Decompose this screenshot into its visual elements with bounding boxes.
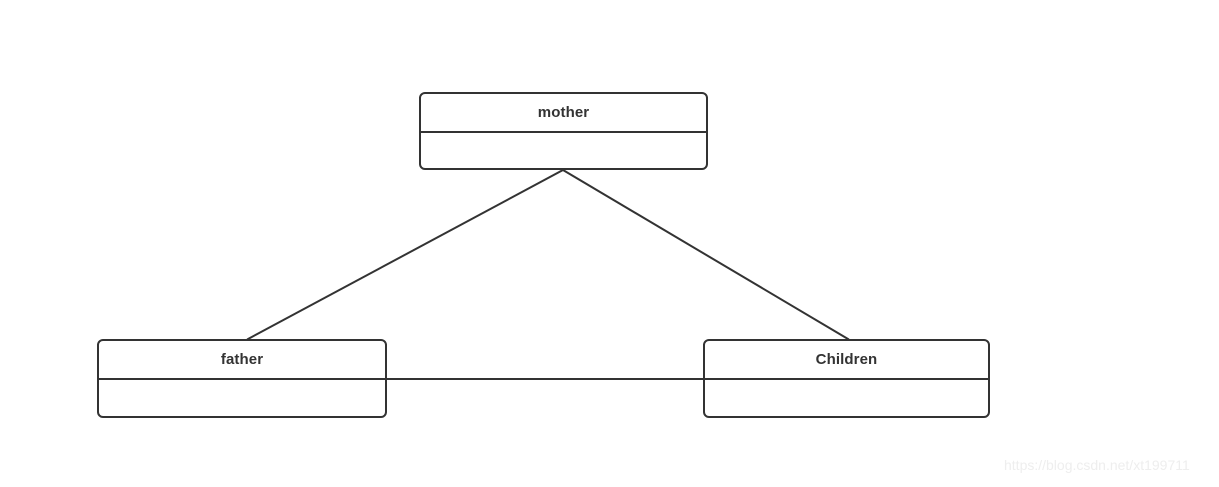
uml-class-father[interactable]: father — [97, 339, 387, 418]
uml-class-mother-title: mother — [537, 104, 590, 121]
uml-class-father-header: father — [99, 341, 385, 380]
uml-class-children[interactable]: Children — [703, 339, 990, 418]
connector-mother-children — [561, 168, 850, 341]
uml-class-mother-body — [421, 133, 706, 168]
watermark-text: https://blog.csdn.net/xt199711 — [1004, 457, 1190, 473]
uml-class-children-body — [705, 380, 988, 416]
uml-class-father-body — [99, 380, 385, 416]
uml-class-children-title: Children — [815, 351, 878, 368]
uml-class-father-title: father — [220, 351, 264, 368]
uml-class-mother-header: mother — [421, 94, 706, 133]
connector-mother-father — [246, 168, 565, 341]
uml-class-children-header: Children — [705, 341, 988, 380]
uml-class-mother[interactable]: mother — [419, 92, 708, 170]
